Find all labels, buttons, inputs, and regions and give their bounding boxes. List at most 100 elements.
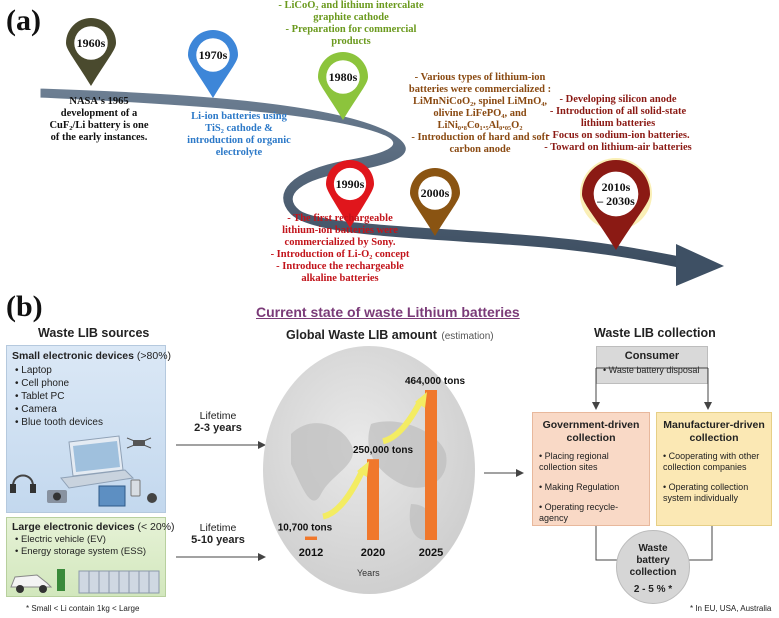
small-device-item: • Laptop xyxy=(15,365,52,376)
government-item: • Placing regional collection sites xyxy=(539,451,609,472)
note-line: - Toward on lithium-air batteries xyxy=(544,142,692,153)
small-devices-list: • Laptop • Cell phone • Tablet PC • Camera •… xyxy=(15,364,103,429)
small-device-item: • Blue tooth devices xyxy=(15,417,103,428)
amount-heading-text: Global Waste LIB amount xyxy=(286,328,437,342)
small-device-item: • Camera xyxy=(15,404,57,415)
lifetime-large-label: Lifetime xyxy=(199,522,237,534)
note-line: - LiCoO₂ and lithium intercalate xyxy=(278,0,424,11)
consumer-item: Waste battery disposal xyxy=(608,365,700,375)
small-device-item: • Cell phone xyxy=(15,378,70,389)
small-device-item: • Tablet PC xyxy=(15,391,65,402)
collection-heading: Waste LIB collection xyxy=(594,326,716,340)
note-line: NASA's 1965 xyxy=(69,96,129,107)
chart-xlabel: Years xyxy=(357,568,380,578)
consumer-title: Consumer xyxy=(624,350,680,362)
note-line: products xyxy=(331,36,371,47)
government-item: • Operating recycle-agency xyxy=(539,502,619,523)
lifetime-small-arrow xyxy=(176,441,266,449)
consumer-box: Consumer • Waste battery disposal xyxy=(596,346,708,384)
growth-arrow xyxy=(382,398,424,445)
pin-decade-label: 2010s – 2030s xyxy=(597,180,635,208)
large-devices-share: (< 20%) xyxy=(137,521,175,533)
amount-heading-note: (estimation) xyxy=(441,331,494,342)
lifetime-small-value: 2-3 years xyxy=(194,422,242,434)
camera-icon xyxy=(47,490,67,503)
tablet-icon xyxy=(98,485,126,507)
bar-2025 xyxy=(425,390,437,540)
note-line: electrolyte xyxy=(215,147,263,158)
consumer-branch-lines xyxy=(596,367,708,369)
government-list: • Placing regional collection sites • Mak… xyxy=(539,451,645,524)
note-line: TiS₂ cathode & xyxy=(205,123,273,134)
pin-1: 1970s xyxy=(186,28,240,99)
map-pin-icon xyxy=(188,29,238,99)
amount-to-collection-arrow xyxy=(484,469,524,477)
lifetime-large-arrow xyxy=(176,553,266,561)
large-devices-title: Large electronic devices xyxy=(12,521,135,533)
note-line: - The first rechargeable xyxy=(287,213,393,224)
year-tick-label: 2012 xyxy=(299,547,323,559)
growth-arrowhead xyxy=(415,392,427,408)
year-tick-label: 2025 xyxy=(419,547,443,559)
pin-decade-label: 1990s xyxy=(335,177,365,191)
phone-icon xyxy=(130,479,141,497)
note-line: commercialized by Sony. xyxy=(284,237,396,248)
small-devices-title: Small electronic devices xyxy=(12,350,134,362)
pin-decade-label: 1980s xyxy=(328,70,358,84)
lifetime-small-label: Lifetime xyxy=(199,410,237,422)
note-line: - Introduction of hard and soft xyxy=(411,132,549,143)
manufacturer-item: • Cooperating with other collection comp… xyxy=(663,451,760,472)
collection-result-title: Waste battery collection xyxy=(629,543,677,578)
government-item: • Making Regulation xyxy=(539,482,620,492)
watch-icon xyxy=(147,493,157,503)
pin-3: 1990s xyxy=(324,158,376,228)
sources-heading: Waste LIB sources xyxy=(38,326,150,340)
note-line: Li-ion batteries using xyxy=(191,111,287,122)
note-line: LiMnNiCoO₂, spinel LiMnO₄, xyxy=(412,96,548,107)
growth-arrowhead xyxy=(357,461,369,478)
note-line: lithium batteries xyxy=(580,118,656,129)
headphones-icon xyxy=(10,474,36,493)
government-title: Government-driven collection xyxy=(542,419,640,444)
amount-heading: Global Waste LIB amount (estimation) xyxy=(286,326,494,344)
panel-b-title: Current state of waste Lithium batteries xyxy=(256,304,520,320)
pin-decade-label: 1970s xyxy=(198,48,228,62)
note-line: CuF₂/Li battery is one xyxy=(49,120,149,131)
map-pin-icon xyxy=(66,17,116,87)
large-devices-box: Large electronic devices (< 20%) • Elect… xyxy=(6,517,175,597)
note-line: lithium-ion batteries were xyxy=(282,225,398,236)
timeline-arrowhead xyxy=(676,244,724,286)
drone-icon xyxy=(126,437,152,449)
note-line: - Introduce the rechargeable xyxy=(276,261,404,272)
small-devices-box: Small electronic devices (>80%) • Laptop… xyxy=(6,345,171,513)
note-2010s: - Developing silicon anode- Introduction… xyxy=(538,94,698,154)
panel-a-label: (a) xyxy=(6,4,41,37)
energy-storage-icon xyxy=(78,570,160,594)
map-pin-icon xyxy=(326,160,374,228)
note-line: graphite cathode xyxy=(313,12,389,23)
map-pin-icon xyxy=(410,167,460,236)
bar-2020 xyxy=(367,459,379,540)
large-devices-list: • Electric vehicle (EV)• Energy storage … xyxy=(15,534,146,558)
collection-footnote: * In EU, USA, Australia xyxy=(690,604,772,613)
bar-value-label: 464,000 tons xyxy=(405,376,465,387)
pin-2: 1980s xyxy=(316,50,370,121)
year-tick-label: 2020 xyxy=(361,547,385,559)
manufacturer-item: • Operating collection system individual… xyxy=(663,482,749,503)
map-pin-icon xyxy=(580,158,652,250)
note-line: alkaline batteries xyxy=(301,273,379,284)
note-line: development of a xyxy=(60,108,138,119)
large-device-item: • Energy storage system (ESS) xyxy=(15,546,147,557)
note-line: carbon anode xyxy=(449,144,511,155)
note-line: olivine LiFePO₄, and xyxy=(433,108,527,119)
small-devices-share: (>80%) xyxy=(136,350,172,362)
lifetime-large-value: 5-10 years xyxy=(191,534,245,546)
government-box: Government-driven collection • Placing r… xyxy=(532,412,650,526)
manufacturer-box: Manufacturer-driven collection • Coopera… xyxy=(656,412,772,526)
collection-result-circle: Waste battery collection 2 - 5 % * xyxy=(616,530,690,604)
note-line: - Preparation for commercial xyxy=(285,24,417,35)
bar-2012 xyxy=(305,536,317,540)
